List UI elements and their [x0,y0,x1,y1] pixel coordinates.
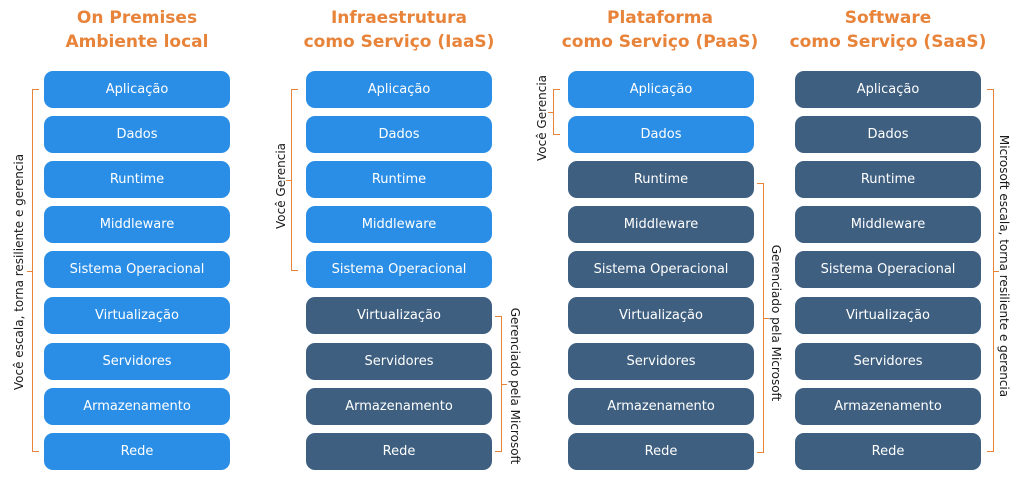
title-line-2: como Serviço (IaaS) [303,32,495,52]
bracket-iaas-you-manage [286,89,298,271]
column-title-iaas: Infraestrutura como Serviço (IaaS) [284,6,514,54]
layer-iaas-9: Rede [306,433,492,470]
layer-saas-3: Runtime [795,161,981,198]
title-line-2: como Serviço (PaaS) [561,32,759,52]
layer-on-premises-9: Rede [44,433,230,470]
layer-on-premises-4: Middleware [44,206,230,243]
layer-on-premises-1: Aplicação [44,71,230,108]
title-line-2: como Serviço (SaaS) [789,32,987,52]
layer-saas-5: Sistema Operacional [795,251,981,288]
bracket-onprem-you-manage [27,89,39,452]
layer-on-premises-7: Servidores [44,343,230,380]
layer-iaas-3: Runtime [306,161,492,198]
layer-iaas-7: Servidores [306,343,492,380]
title-line-1: Software [844,8,932,28]
layer-on-premises-8: Armazenamento [44,388,230,425]
layer-paas-6: Virtualização [568,297,754,334]
bracket-saas-microsoft [987,89,999,452]
layer-saas-8: Armazenamento [795,388,981,425]
layer-saas-2: Dados [795,116,981,153]
title-line-1: Infraestrutura [330,8,468,28]
layer-paas-7: Servidores [568,343,754,380]
layer-saas-9: Rede [795,433,981,470]
bracket-paas-you-manage [548,89,560,135]
layer-paas-4: Middleware [568,206,754,243]
layer-saas-7: Servidores [795,343,981,380]
layer-paas-8: Armazenamento [568,388,754,425]
layer-saas-4: Middleware [795,206,981,243]
title-line-2: Ambiente local [65,32,209,52]
column-title-on-premises: On Premises Ambiente local [22,6,252,54]
layer-saas-6: Virtualização [795,297,981,334]
layer-iaas-8: Armazenamento [306,388,492,425]
layer-iaas-1: Aplicação [306,71,492,108]
layer-paas-2: Dados [568,116,754,153]
bracket-iaas-microsoft [495,316,507,452]
column-title-paas: Plataforma como Serviço (PaaS) [545,6,775,54]
layer-saas-1: Aplicação [795,71,981,108]
layer-paas-1: Aplicação [568,71,754,108]
title-line-1: On Premises [76,8,198,28]
layer-on-premises-6: Virtualização [44,297,230,334]
layer-iaas-6: Virtualização [306,297,492,334]
layer-iaas-2: Dados [306,116,492,153]
layer-iaas-5: Sistema Operacional [306,251,492,288]
column-title-saas: Software como Serviço (SaaS) [773,6,1003,54]
layer-paas-9: Rede [568,433,754,470]
layer-paas-3: Runtime [568,161,754,198]
bracket-paas-microsoft [757,183,769,453]
title-line-1: Plataforma [606,8,713,28]
layer-paas-5: Sistema Operacional [568,251,754,288]
layer-iaas-4: Middleware [306,206,492,243]
layer-on-premises-5: Sistema Operacional [44,251,230,288]
layer-on-premises-2: Dados [44,116,230,153]
layer-on-premises-3: Runtime [44,161,230,198]
